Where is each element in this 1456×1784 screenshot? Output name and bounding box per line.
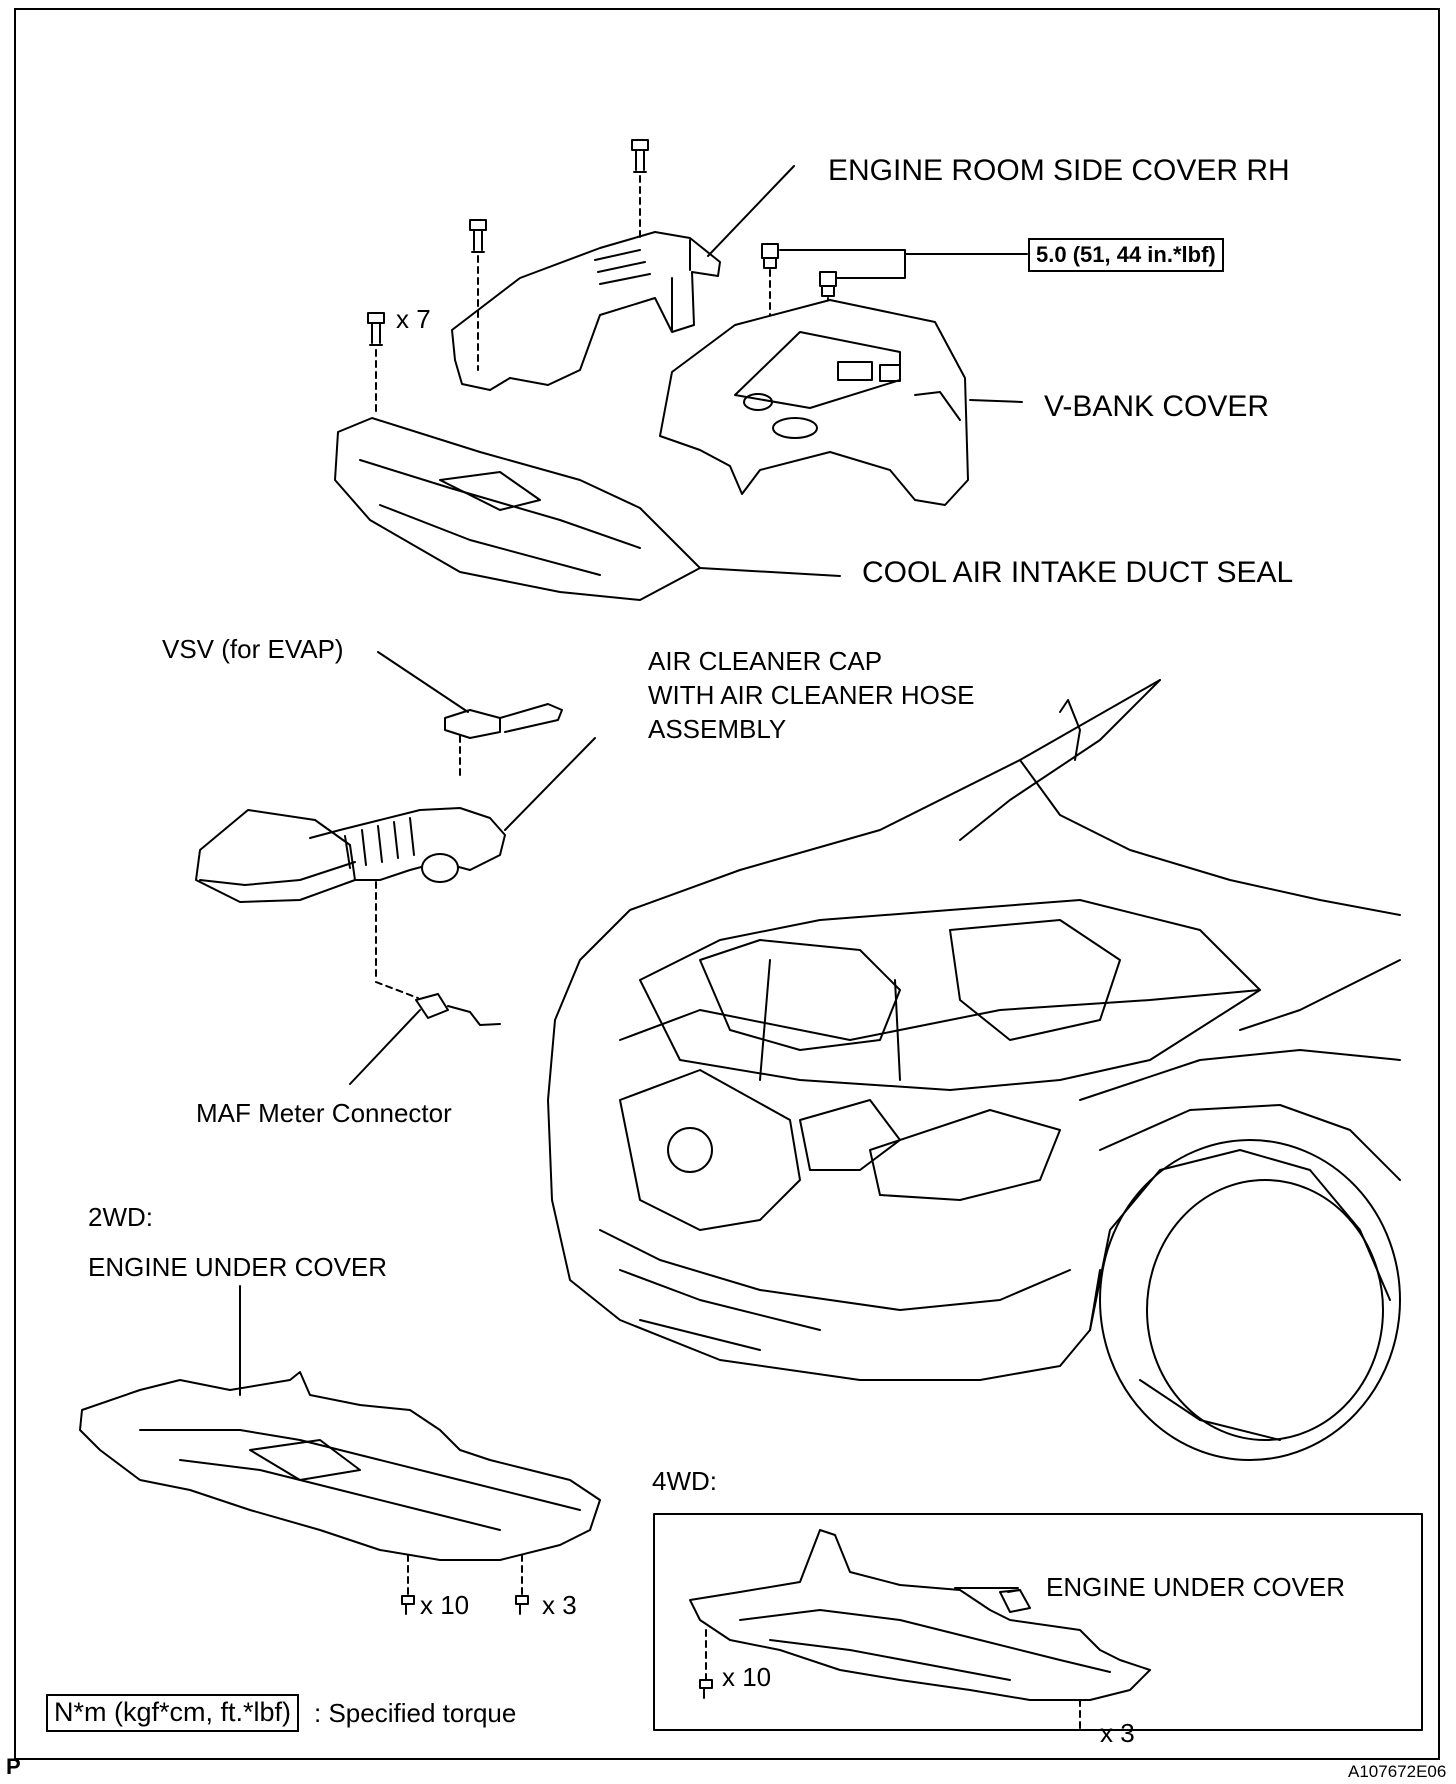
label-quantity-x3-4wd: x 3: [1100, 1718, 1135, 1748]
vehicle-front-view: [547, 679, 1401, 1461]
label-air-cleaner-line3: ASSEMBLY: [648, 714, 787, 744]
label-air-cleaner-line2: WITH AIR CLEANER HOSE: [648, 680, 975, 710]
label-air-cleaner-line1: AIR CLEANER CAP: [648, 646, 883, 676]
clip-fasteners: [367, 139, 649, 413]
label-v-bank-cover: V-BANK COVER: [1044, 390, 1270, 423]
diagram-frame: [14, 8, 1440, 1760]
label-4wd: 4WD:: [652, 1466, 717, 1496]
torque-spec-box: 5.0 (51, 44 in.*lbf): [1028, 238, 1224, 272]
v-bank-cover-part: [659, 299, 969, 506]
label-quantity-x3-2wd: x 3: [542, 1590, 577, 1620]
fourwd-inset-box: [653, 1513, 1423, 1731]
label-quantity-x7: x 7: [396, 304, 431, 334]
engine-under-cover-2wd-part: [79, 1285, 601, 1615]
vsv-part: [377, 651, 563, 781]
label-engine-room-side-cover-rh: ENGINE ROOM SIDE COVER RH: [828, 154, 1290, 187]
label-quantity-x10-2wd: x 10: [420, 1590, 470, 1620]
air-cleaner-cap-part: [195, 737, 596, 981]
engine-under-cover-4wd-part: [689, 1529, 1151, 1731]
cool-air-intake-duct-seal-part: [334, 417, 841, 601]
maf-connector-part: [349, 981, 501, 1085]
label-quantity-x10-4wd: x 10: [722, 1662, 772, 1692]
torque-legend-text: : Specified torque: [314, 1698, 517, 1728]
engine-room-side-cover-rh-part: [451, 231, 721, 391]
torque-legend-box: N*m (kgf*cm, ft.*lbf): [46, 1694, 300, 1732]
label-cool-air-intake-duct-seal: COOL AIR INTAKE DUCT SEAL: [862, 556, 1294, 589]
leader-v-bank-cover: [969, 399, 1023, 403]
figure-code: A107672E06: [1348, 1762, 1447, 1781]
label-maf-meter-connector: MAF Meter Connector: [196, 1098, 452, 1128]
label-2wd: 2WD:: [88, 1202, 153, 1232]
leader-side-cover: [707, 165, 795, 257]
label-engine-under-cover-2wd: ENGINE UNDER COVER: [88, 1252, 388, 1282]
label-vsv: VSV (for EVAP): [162, 634, 344, 664]
label-engine-under-cover-4wd: ENGINE UNDER COVER: [1046, 1572, 1346, 1602]
page-mark: P: [6, 1754, 21, 1779]
